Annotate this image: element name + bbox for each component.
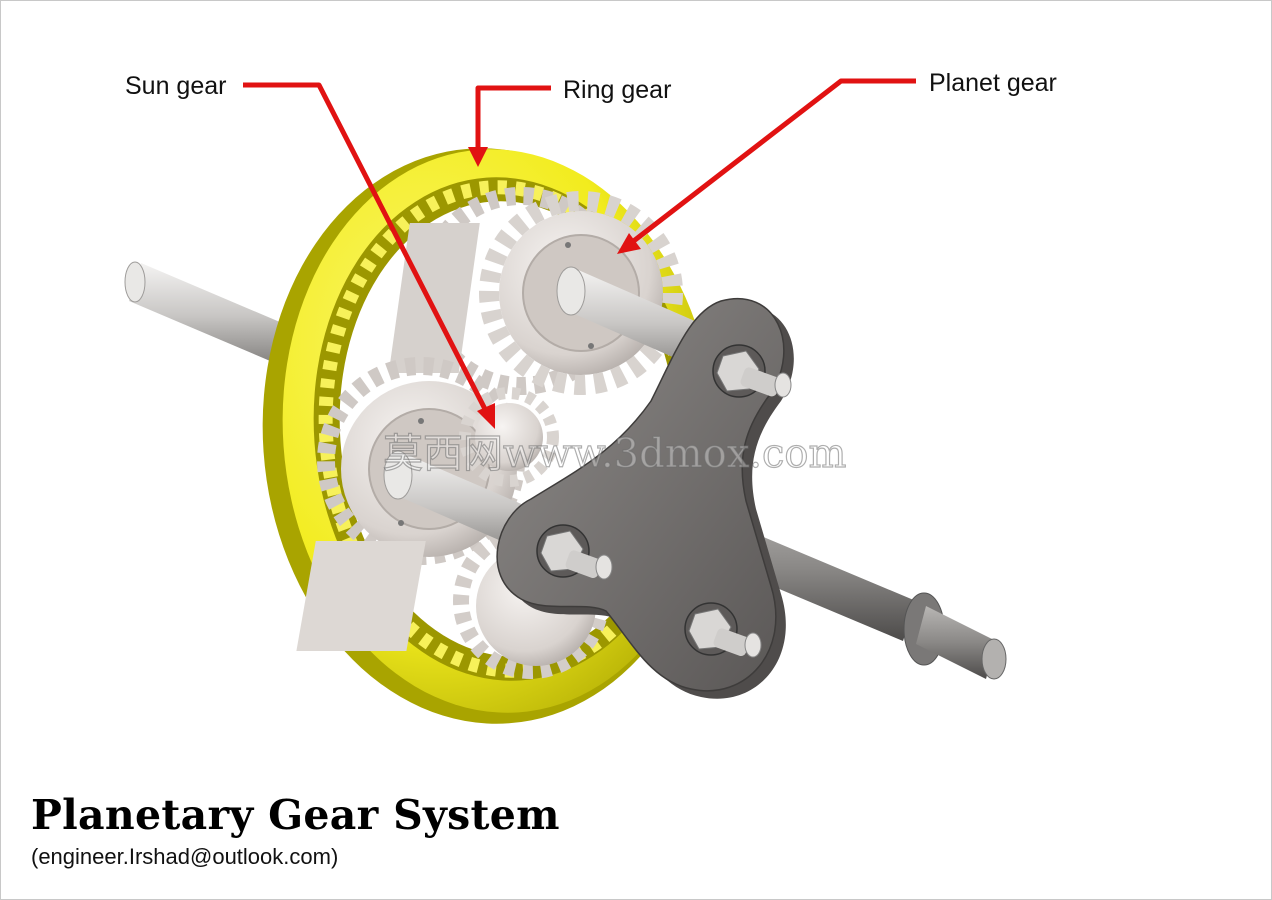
- ring-gear-leader: [468, 85, 551, 167]
- bolt-middle: [536, 524, 613, 580]
- planet-gear-leader: [617, 78, 916, 254]
- ring-gear-label: Ring gear: [563, 76, 671, 104]
- planet-gear-label: Planet gear: [929, 69, 1057, 97]
- planet-carrier: [496, 298, 794, 699]
- bolt-bottom: [684, 602, 762, 658]
- watermark-text: 莫西网www.3dmox.com: [383, 431, 846, 477]
- author-email: (engineer.Irshad@outlook.com): [31, 844, 339, 869]
- bolt-top: [712, 344, 792, 398]
- diagram-title: Planetary Gear System: [31, 791, 560, 839]
- carrier-bolts: [536, 344, 792, 658]
- sun-gear-leader: [243, 82, 495, 429]
- leader-lines: [243, 78, 916, 429]
- input-shaft: [124, 261, 301, 369]
- sun-gear-label: Sun gear: [125, 72, 226, 100]
